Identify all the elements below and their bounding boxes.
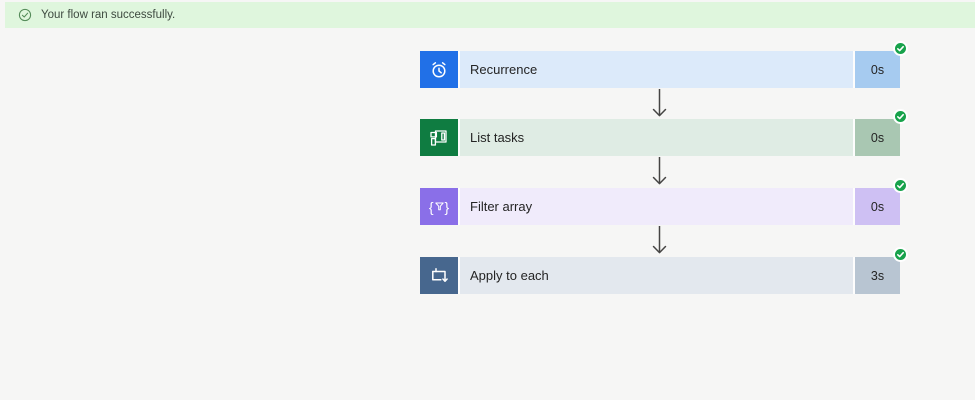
step-title: List tasks [460,119,853,156]
step-title: Filter array [460,188,853,225]
divider [458,119,460,156]
apply-to-each-loop-icon [420,257,458,294]
filter-array-icon: { } [420,188,458,225]
step-title: Apply to each [460,257,853,294]
divider [853,188,855,225]
step-title: Recurrence [460,51,853,88]
flow-step-apply-to-each[interactable]: Apply to each 3s [420,247,908,294]
step-success-badge [893,109,908,124]
success-message-text: Your flow ran successfully. [41,9,176,21]
step-success-badge [893,41,908,56]
connector-arrow [652,157,667,185]
divider [853,119,855,156]
step-duration: 3s [855,257,900,294]
step-duration: 0s [855,119,900,156]
step-success-badge [893,247,908,262]
flow-step-list-tasks[interactable]: List tasks 0s [420,109,908,156]
success-circle-check-icon [18,8,32,22]
success-message-bar: Your flow ran successfully. [5,2,975,28]
step-duration: 0s [855,51,900,88]
divider [853,51,855,88]
flow-step-recurrence[interactable]: Recurrence 0s [420,41,908,88]
divider [853,257,855,294]
planner-icon [420,119,458,156]
step-duration: 0s [855,188,900,225]
recurrence-clock-icon [420,51,458,88]
flow-step-filter-array[interactable]: { } Filter array 0s [420,178,908,225]
divider [458,51,460,88]
connector-arrow [652,89,667,117]
connector-arrow [652,226,667,254]
step-success-badge [893,178,908,193]
divider [458,188,460,225]
divider [458,257,460,294]
